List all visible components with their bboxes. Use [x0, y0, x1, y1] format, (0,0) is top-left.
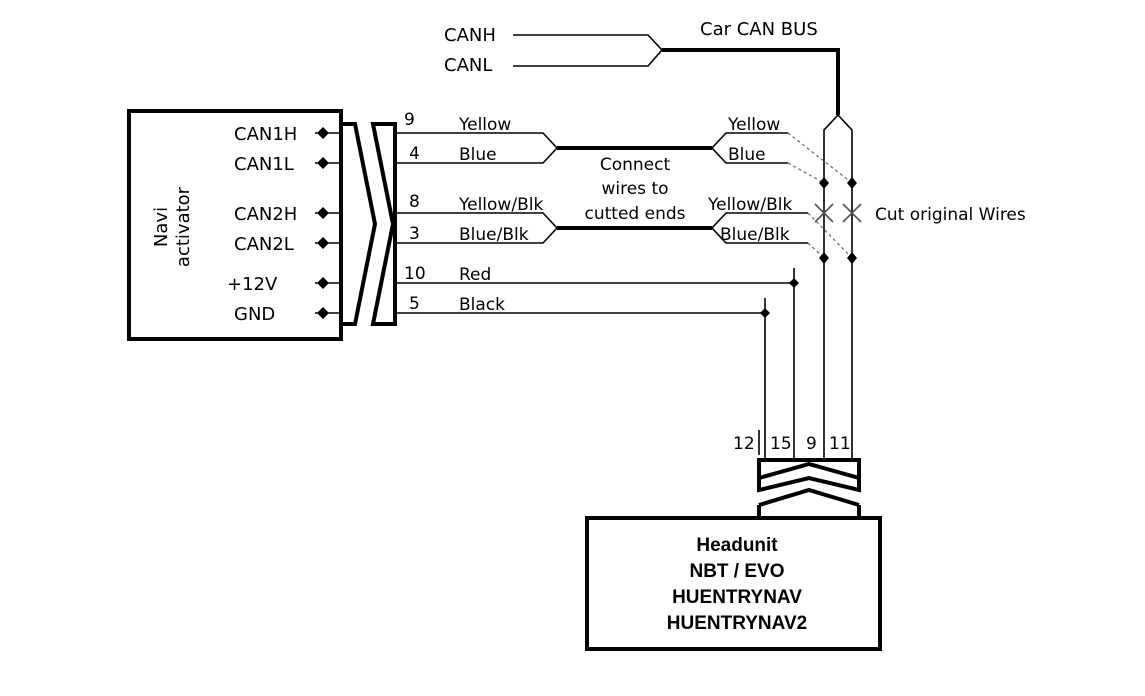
hu-pin-leads: [758, 425, 853, 460]
wire-black: [395, 312, 766, 425]
hu-connector-chevron-1: [757, 461, 861, 493]
wire-color-blue: Blue: [459, 145, 497, 165]
orig-wire-yellow-blk: Yellow/Blk: [707, 195, 792, 215]
activator-plug: [343, 122, 378, 326]
headunit-line-1: Headunit: [696, 535, 778, 556]
canl-label: CANL: [444, 55, 492, 76]
pin-label-gnd: GND: [234, 304, 275, 325]
can-bus-split-down: [823, 114, 853, 425]
orig-wire-blue-blk: Blue/Blk: [720, 225, 790, 245]
wire-color-red: Red: [459, 265, 491, 285]
activator-pin-stubs: [315, 127, 355, 319]
wire-pin-3: 3: [409, 224, 420, 244]
headunit-line-3: HUENTRYNAV: [672, 587, 802, 608]
headunit-line-4: HUENTRYNAV2: [667, 613, 807, 634]
connect-note-2: wires to: [601, 179, 668, 199]
cut-node-4: [847, 252, 857, 264]
wire-color-yellow: Yellow: [458, 115, 511, 135]
connect-note-3: cutted ends: [585, 204, 686, 224]
hu-pin-11: 11: [829, 434, 851, 454]
wire-pin-8: 8: [409, 192, 420, 212]
orig-can1-fork: [710, 132, 788, 164]
connect-note: Connect wires to cutted ends: [585, 155, 686, 224]
harness-wires: 9 4 8 3 10 5 Yellow Blue Yellow/Blk Blue…: [395, 110, 799, 425]
hu-connector-legs: [757, 505, 861, 518]
wire-color-yellow-blk: Yellow/Blk: [458, 195, 543, 215]
cut-mark-1: [814, 203, 834, 223]
cut-node-2: [847, 177, 857, 189]
activator-socket: [370, 122, 397, 326]
orig-wire-blue: Blue: [728, 145, 766, 165]
cut-leaders: [787, 132, 853, 259]
headunit-line-2: NBT / EVO: [689, 561, 784, 582]
original-wire-ends: Yellow Blue Yellow/Blk Blue/Blk Cut orig…: [707, 115, 1026, 264]
hu-pin-15: 15: [770, 434, 792, 454]
connect-note-1: Connect: [600, 155, 671, 175]
hu-connector-chevron-2: [758, 487, 860, 507]
navi-activator-title-1: Navi: [151, 207, 172, 247]
can-bus-split: [513, 34, 664, 67]
cut-mark-2: [842, 203, 862, 223]
orig-wire-yellow: Yellow: [727, 115, 780, 135]
wire-color-blue-blk: Blue/Blk: [459, 225, 529, 245]
hu-pin-9: 9: [806, 434, 817, 454]
hu-pin-12: 12: [733, 434, 755, 454]
wire-pin-5: 5: [409, 294, 420, 314]
canh-label: CANH: [444, 25, 496, 46]
orig-can2-fork: [710, 212, 808, 244]
can-bus-title: Car CAN BUS: [700, 19, 818, 40]
wire-pin-4: 4: [409, 144, 420, 164]
pin-label-12v: +12V: [227, 274, 278, 295]
pin-label-can2l: CAN2L: [234, 234, 294, 255]
wire-pin-9: 9: [404, 110, 415, 130]
can-bus: Car CAN BUS CANH CANL: [444, 19, 853, 425]
navi-activator-title-2: activator: [173, 186, 194, 267]
cut-node-3: [819, 252, 829, 264]
pin-label-can2h: CAN2H: [234, 204, 297, 225]
cut-note: Cut original Wires: [875, 205, 1026, 225]
wire-red: [395, 282, 795, 425]
pin-label-can1l: CAN1L: [234, 154, 294, 175]
headunit-box: [585, 516, 882, 651]
cut-node-1: [819, 177, 829, 189]
navi-activator: Navi activator CAN1H CAN1L CAN2H CAN2L +…: [127, 109, 397, 341]
navi-activator-box: [127, 109, 343, 341]
wire-pin-10: 10: [404, 264, 426, 284]
headunit: 12 15 9 11 Headunit NBT / EVO HUENTRYNAV…: [585, 425, 882, 651]
can-bus-trunk: [662, 48, 840, 115]
wire-color-black: Black: [459, 295, 505, 315]
pin-label-can1h: CAN1H: [234, 124, 297, 145]
